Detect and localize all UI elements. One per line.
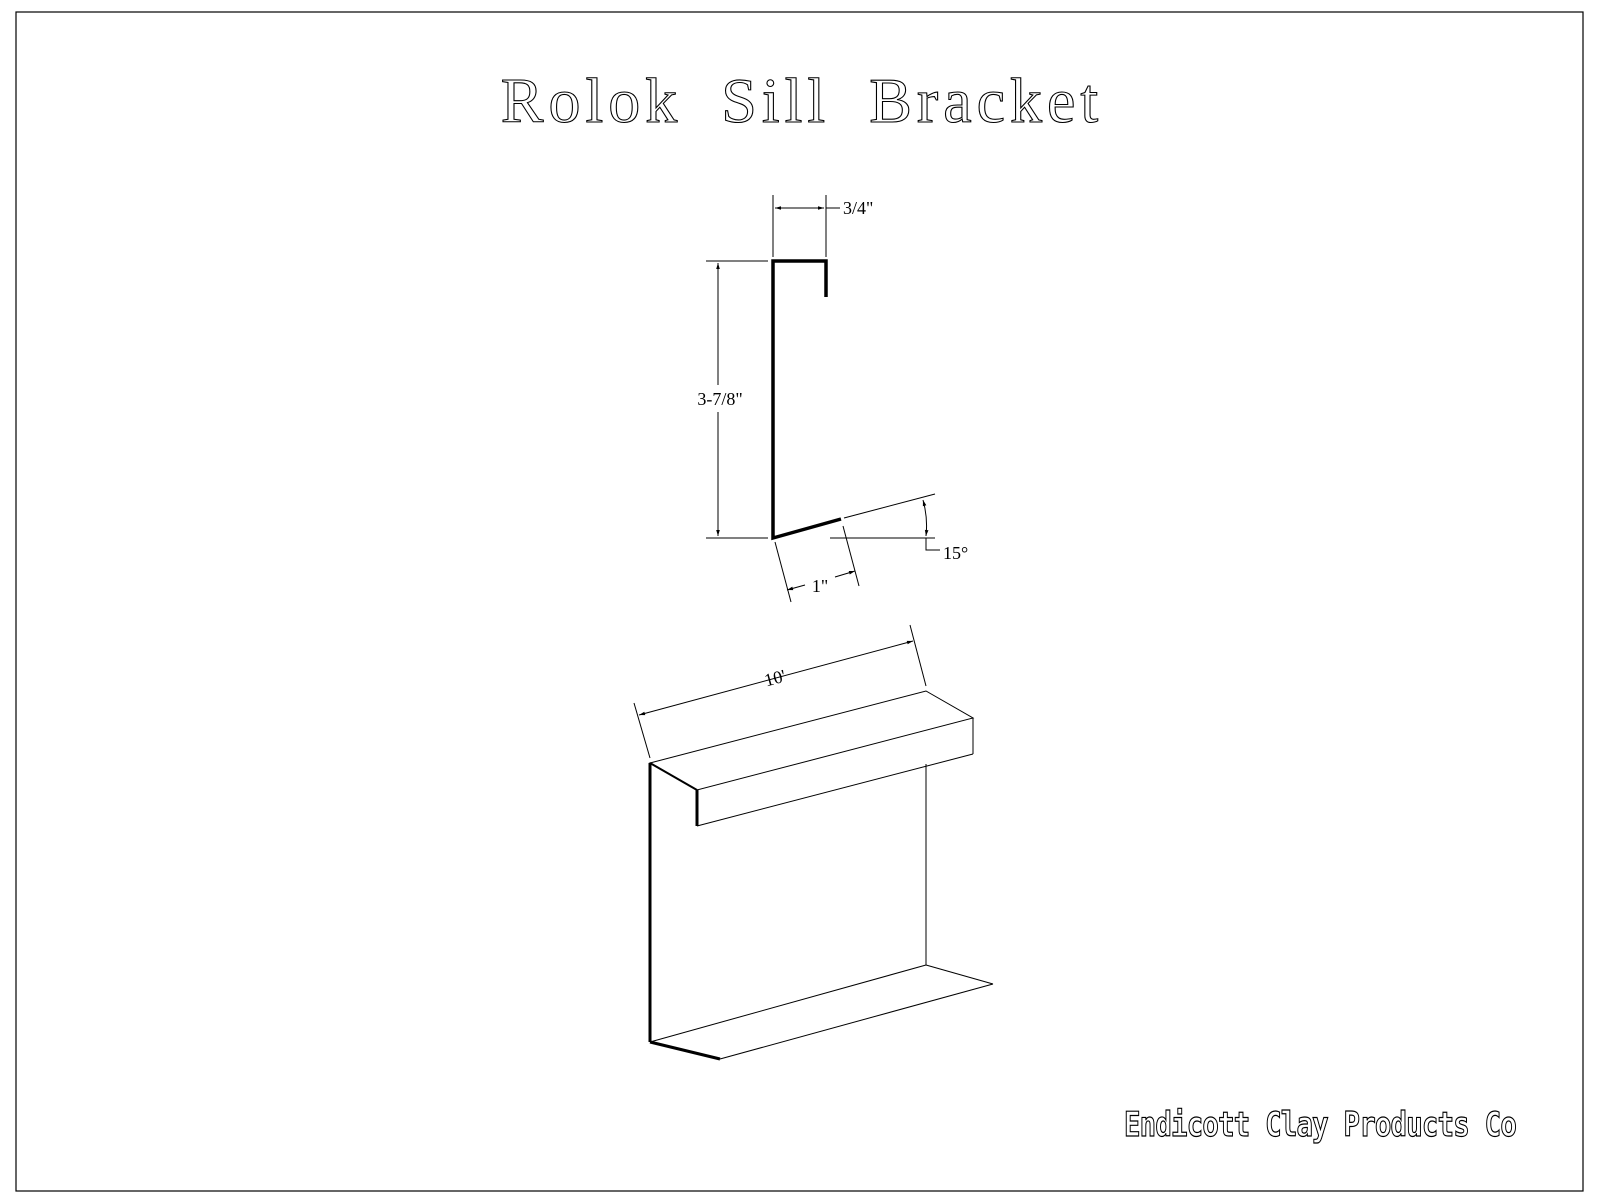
dim-base-length — [774, 525, 860, 603]
dim-length — [633, 624, 927, 759]
dim-base-length-label: 1" — [812, 576, 828, 596]
dim-angle — [830, 493, 940, 551]
bracket-profile — [771, 259, 842, 541]
drawing-title: Rolok Sill Bracket — [501, 65, 1103, 136]
dim-flange-width — [772, 195, 840, 257]
sheet-border — [15, 11, 1584, 1192]
dim-height-label: 3-7/8" — [697, 389, 742, 409]
dim-length-label: 10' — [762, 666, 788, 691]
company-logo: Endicott Clay Products Co — [1124, 1105, 1516, 1145]
dim-flange-width-label: 3/4" — [843, 198, 873, 218]
bracket-isometric — [648, 690, 994, 1061]
dim-height — [706, 260, 768, 539]
dim-angle-label: 15° — [943, 543, 968, 563]
